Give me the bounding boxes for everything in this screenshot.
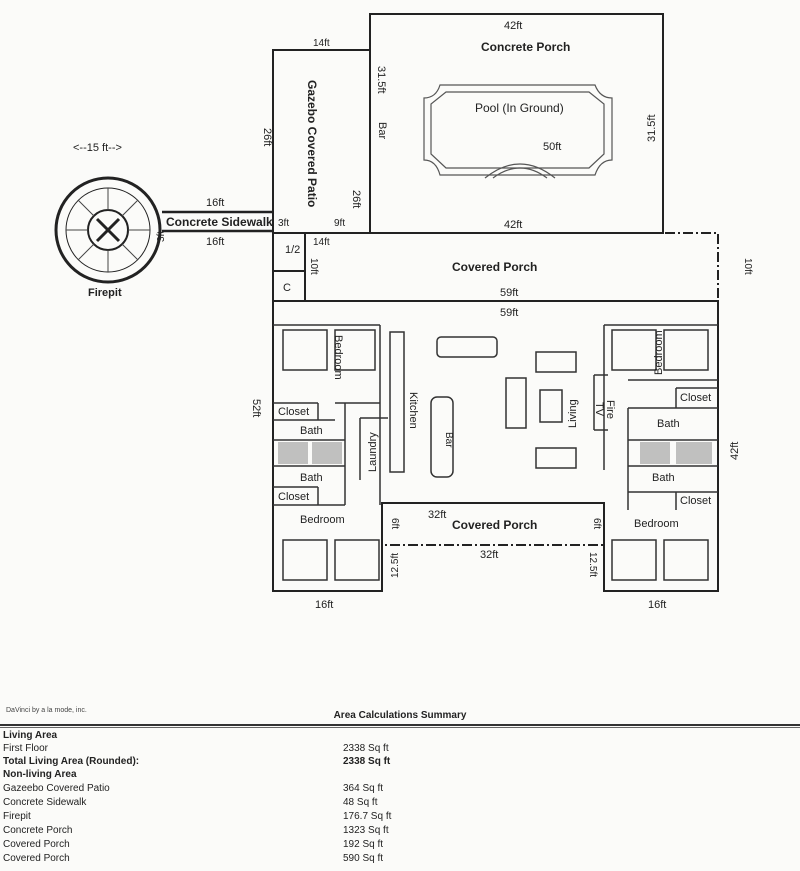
summary-row-label: Covered Porch: [3, 853, 70, 864]
gazebo-outline: [272, 49, 371, 234]
summary-row: Concrete Sidewalk 48 Sq ft: [3, 796, 423, 810]
concrete-right-dim: 31.5ft: [646, 114, 658, 142]
corner-half-label: 1/2: [285, 244, 300, 256]
cp-bottom-top-dim: 32ft: [428, 509, 446, 521]
summary-row-label: Gazeebo Covered Patio: [3, 783, 110, 794]
corner-10-dim: 10ft: [308, 258, 319, 275]
wing-right-side-dim: 12.5ft: [587, 552, 598, 577]
summary-row-value: 192 Sq ft: [343, 839, 384, 850]
concrete-top-dim: 42ft: [504, 20, 522, 32]
corner-14-dim: 14ft: [313, 237, 330, 248]
gazebo-label: Gazebo Covered Patio: [305, 80, 319, 207]
summary-row-label: Concrete Porch: [3, 825, 73, 836]
summary-row-value: 48 Sq ft: [343, 797, 378, 808]
gazebo-bottom-dim: 9ft: [334, 218, 345, 229]
sidewalk-end-dim: 3ft: [278, 218, 289, 229]
summary-row-label: Non-living Area: [3, 769, 77, 780]
sidewalk-top-dim: 16ft: [206, 197, 224, 209]
pool-label: Pool (In Ground): [475, 101, 564, 115]
bath-e1-label: Bath: [657, 418, 680, 430]
wing-left-bottom-dim: 16ft: [315, 599, 333, 611]
summary-row: Non-living Area: [3, 768, 423, 782]
summary-row-value: 176.7 Sq ft: [343, 811, 392, 822]
closet-ne-label: Closet: [680, 392, 711, 404]
pool-length-dim: 50ft: [543, 141, 561, 153]
house-right-dim: 42ft: [729, 442, 741, 460]
firepit-width-label: <--15 ft-->: [73, 142, 122, 154]
gazebo-right-top-dim: 31.5ft: [375, 66, 387, 94]
bedroom-se-label: Bedroom: [634, 518, 679, 530]
summary-row-value: 2338 Sq ft: [343, 756, 391, 767]
summary-row: Covered Porch 590 Sq ft: [3, 852, 423, 866]
pool-outline: [423, 84, 613, 179]
summary-row: First Floor 2338 Sq ft: [3, 742, 423, 756]
closet-nw-label: Closet: [278, 406, 309, 418]
summary-row: Living Area: [3, 729, 423, 743]
gazebo-right-dim: 26ft: [350, 190, 362, 208]
summary-divider: [0, 724, 800, 726]
wing-left-side-dim: 12.5ft: [390, 553, 401, 578]
gazebo-top-dim: 14ft: [313, 38, 330, 49]
bath-e2-label: Bath: [652, 472, 675, 484]
cp-bottom-right-dim: 6ft: [591, 518, 602, 529]
laundry-label: Laundry: [367, 432, 379, 472]
firepit-label: Firepit: [88, 287, 122, 299]
summary-row: Total Living Area (Rounded): 2338 Sq ft: [3, 755, 423, 769]
concrete-bottom-dim: 42ft: [504, 219, 522, 231]
cp-top-right-dim: 10ft: [742, 258, 753, 275]
summary-row: Covered Porch 192 Sq ft: [3, 838, 423, 852]
software-credit: DaVinci by a la mode, inc.: [6, 707, 87, 714]
cp-top-bottom-dim: 59ft: [500, 287, 518, 299]
bar-outside-label: Bar: [376, 122, 388, 139]
concrete-porch-label: Concrete Porch: [481, 40, 570, 54]
summary-row-label: Concrete Sidewalk: [3, 797, 87, 808]
covered-porch-bottom-label: Covered Porch: [452, 518, 537, 532]
kitchen-label: Kitchen: [407, 392, 419, 429]
living-label: Living: [567, 399, 579, 428]
house-top-dim: 59ft: [500, 307, 518, 319]
summary-row-label: Total Living Area (Rounded):: [3, 756, 140, 767]
covered-porch-top-label: Covered Porch: [452, 260, 537, 274]
summary-row-value: 2338 Sq ft: [343, 743, 389, 754]
house-left-dim: 52ft: [250, 399, 262, 417]
summary-divider-thin: [0, 727, 800, 728]
kitchen-bar-label: Bar: [443, 432, 454, 448]
wing-right-bottom-dim: 16ft: [648, 599, 666, 611]
fire-label: Fire: [604, 400, 616, 419]
sidewalk-label: Concrete Sidewalk: [166, 215, 273, 229]
cp-bottom-left-dim: 6ft: [389, 518, 400, 529]
covered-porch-bottom-outline: [382, 502, 605, 546]
firepit-center-icon: [95, 217, 121, 243]
bedroom-sw-label: Bedroom: [300, 514, 345, 526]
closet-sw-label: Closet: [278, 491, 309, 503]
summary-row: Concrete Porch 1323 Sq ft: [3, 824, 423, 838]
floor-plan: <--15 ft--> Firepit Concrete Sidewalk 16…: [54, 13, 753, 611]
covered-porch-top-outline: [304, 232, 719, 302]
summary-row-label: Covered Porch: [3, 839, 70, 850]
summary-row: Firepit 176.7 Sq ft: [3, 810, 423, 824]
sidewalk-end-dim-2: 3ft: [156, 231, 167, 242]
gazebo-left-dim: 26ft: [261, 128, 273, 146]
bath-w1-label: Bath: [300, 425, 323, 437]
tv-label: TV: [593, 402, 605, 417]
summary-row-label: Living Area: [3, 730, 58, 741]
summary-row: Gazeebo Covered Patio 364 Sq ft: [3, 782, 423, 796]
bedroom-nw-label: Bedroom: [332, 335, 344, 380]
summary-row-value: 1323 Sq ft: [343, 825, 389, 836]
summary-row-value: 364 Sq ft: [343, 783, 384, 794]
summary-row-value: 590 Sq ft: [343, 853, 384, 864]
sidewalk-bottom-dim: 16ft: [206, 236, 224, 248]
corner-closet-label: C: [283, 282, 291, 294]
firepit-outer: [54, 176, 162, 284]
summary-title: Area Calculations Summary: [333, 710, 467, 721]
cp-bottom-bottom-dim: 32ft: [480, 549, 498, 561]
bath-w2-label: Bath: [300, 472, 323, 484]
bedroom-ne-label: Bedroom: [653, 330, 665, 375]
closet-se-label: Closet: [680, 495, 711, 507]
summary-row-label: First Floor: [3, 743, 48, 754]
summary-row-label: Firepit: [3, 811, 31, 822]
